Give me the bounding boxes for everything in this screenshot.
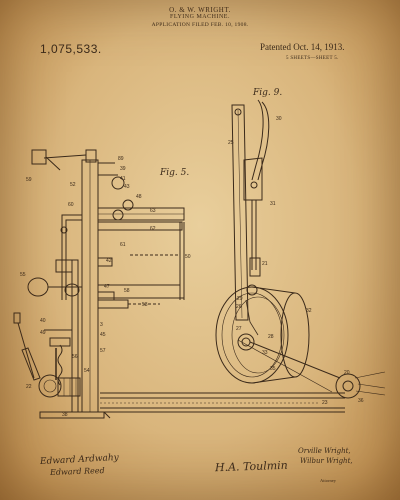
label-89: 89 bbox=[118, 156, 124, 162]
label-45: 45 bbox=[100, 332, 106, 338]
inventor-signature-2: Wilbur Wright, bbox=[300, 457, 353, 465]
label-3: 3 bbox=[100, 322, 103, 328]
application-filed: APPLICATION FILED FEB. 10, 1908. bbox=[151, 22, 249, 28]
label-31: 31 bbox=[270, 201, 276, 207]
attorney-label: Attorney bbox=[320, 478, 336, 483]
label-59: 59 bbox=[26, 177, 32, 183]
label-55: 55 bbox=[20, 272, 26, 278]
label-27: 27 bbox=[236, 326, 242, 332]
label-57: 57 bbox=[100, 348, 106, 354]
label-22: 22 bbox=[26, 384, 32, 390]
label-61: 61 bbox=[120, 242, 126, 248]
label-26: 26 bbox=[236, 304, 242, 310]
inventor-signature-1: Orville Wright, bbox=[298, 447, 351, 455]
fig9-caption: Fig. 9. bbox=[252, 88, 282, 98]
fig5-drawing bbox=[13, 149, 386, 419]
label-25: 25 bbox=[228, 140, 234, 146]
label-42: 42 bbox=[106, 258, 112, 264]
label-54: 54 bbox=[84, 368, 90, 374]
label-58: 58 bbox=[124, 288, 130, 294]
label-47: 47 bbox=[104, 284, 110, 290]
label-53: 53 bbox=[142, 302, 148, 308]
label-63: 63 bbox=[150, 208, 156, 214]
label-50: 50 bbox=[185, 254, 191, 260]
invention-title: FLYING MACHINE. bbox=[170, 14, 230, 20]
label-56: 56 bbox=[72, 354, 78, 360]
reference-numerals: 89 39 41 43 52 59 48 60 63 62 61 50 42 5… bbox=[20, 116, 364, 418]
label-30: 30 bbox=[276, 116, 282, 122]
sheet-count: 5 SHEETS—SHEET 5. bbox=[286, 56, 339, 61]
label-35: 35 bbox=[270, 366, 276, 372]
label-36: 36 bbox=[358, 398, 364, 404]
label-49: 49 bbox=[40, 330, 46, 336]
label-28: 28 bbox=[268, 334, 274, 340]
patent-date: Patented Oct. 14, 1913. bbox=[260, 42, 345, 52]
label-48: 48 bbox=[136, 194, 142, 200]
fig9-drawing bbox=[215, 99, 310, 384]
label-29: 29 bbox=[237, 296, 243, 302]
witness-signature-2: Edward Reed bbox=[49, 466, 105, 477]
label-23: 23 bbox=[322, 400, 328, 406]
label-52: 52 bbox=[70, 182, 76, 188]
label-32: 32 bbox=[306, 308, 312, 314]
label-20: 20 bbox=[344, 370, 350, 376]
label-62: 62 bbox=[150, 226, 156, 232]
inventors-header: O. & W. WRIGHT. bbox=[169, 6, 231, 14]
label-60: 60 bbox=[68, 202, 74, 208]
attorney-signature: H.A. Toulmin bbox=[214, 458, 288, 475]
fig5-caption: Fig. 5. bbox=[159, 168, 189, 178]
label-33: 33 bbox=[262, 350, 268, 356]
label-40: 40 bbox=[40, 318, 46, 324]
label-21: 21 bbox=[262, 261, 268, 267]
patent-number: 1,075,533. bbox=[40, 42, 102, 56]
label-38: 38 bbox=[62, 412, 68, 418]
label-43: 43 bbox=[124, 184, 130, 190]
label-39: 39 bbox=[120, 166, 126, 172]
label-41: 41 bbox=[120, 176, 126, 182]
